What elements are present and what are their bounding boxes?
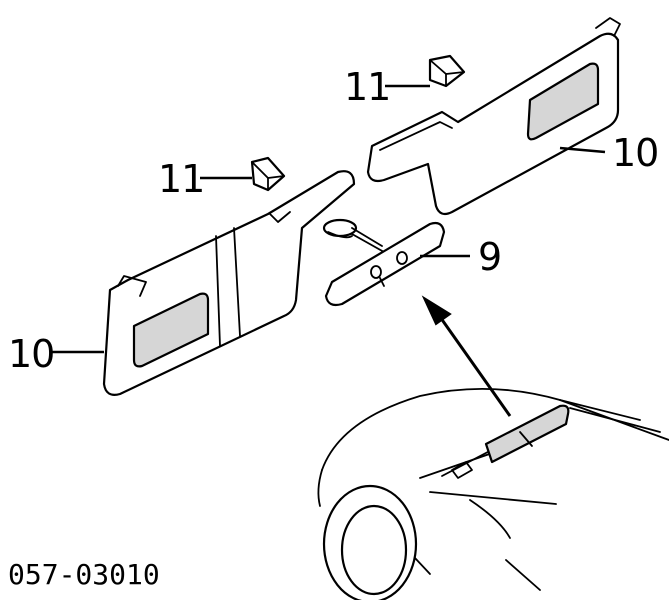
visor-clip-right [428,54,466,88]
callout-visor-left: 10 [8,332,54,376]
location-arrow [421,295,512,417]
leader-visor-right [559,146,606,154]
visor-clip-left [250,156,286,192]
callout-mirror: 9 [478,235,501,279]
diagram-code: 057-03010 [8,558,160,591]
callout-visor-right: 10 [612,131,658,175]
sun-visor-left [102,170,356,396]
callout-clip-left: 11 [158,157,204,201]
steering-wheel [322,484,418,600]
rear-view-mirror [322,218,446,307]
callout-clip-right: 11 [344,65,390,109]
vehicle-interior-inset [317,388,669,600]
sun-visor-right [366,17,621,216]
